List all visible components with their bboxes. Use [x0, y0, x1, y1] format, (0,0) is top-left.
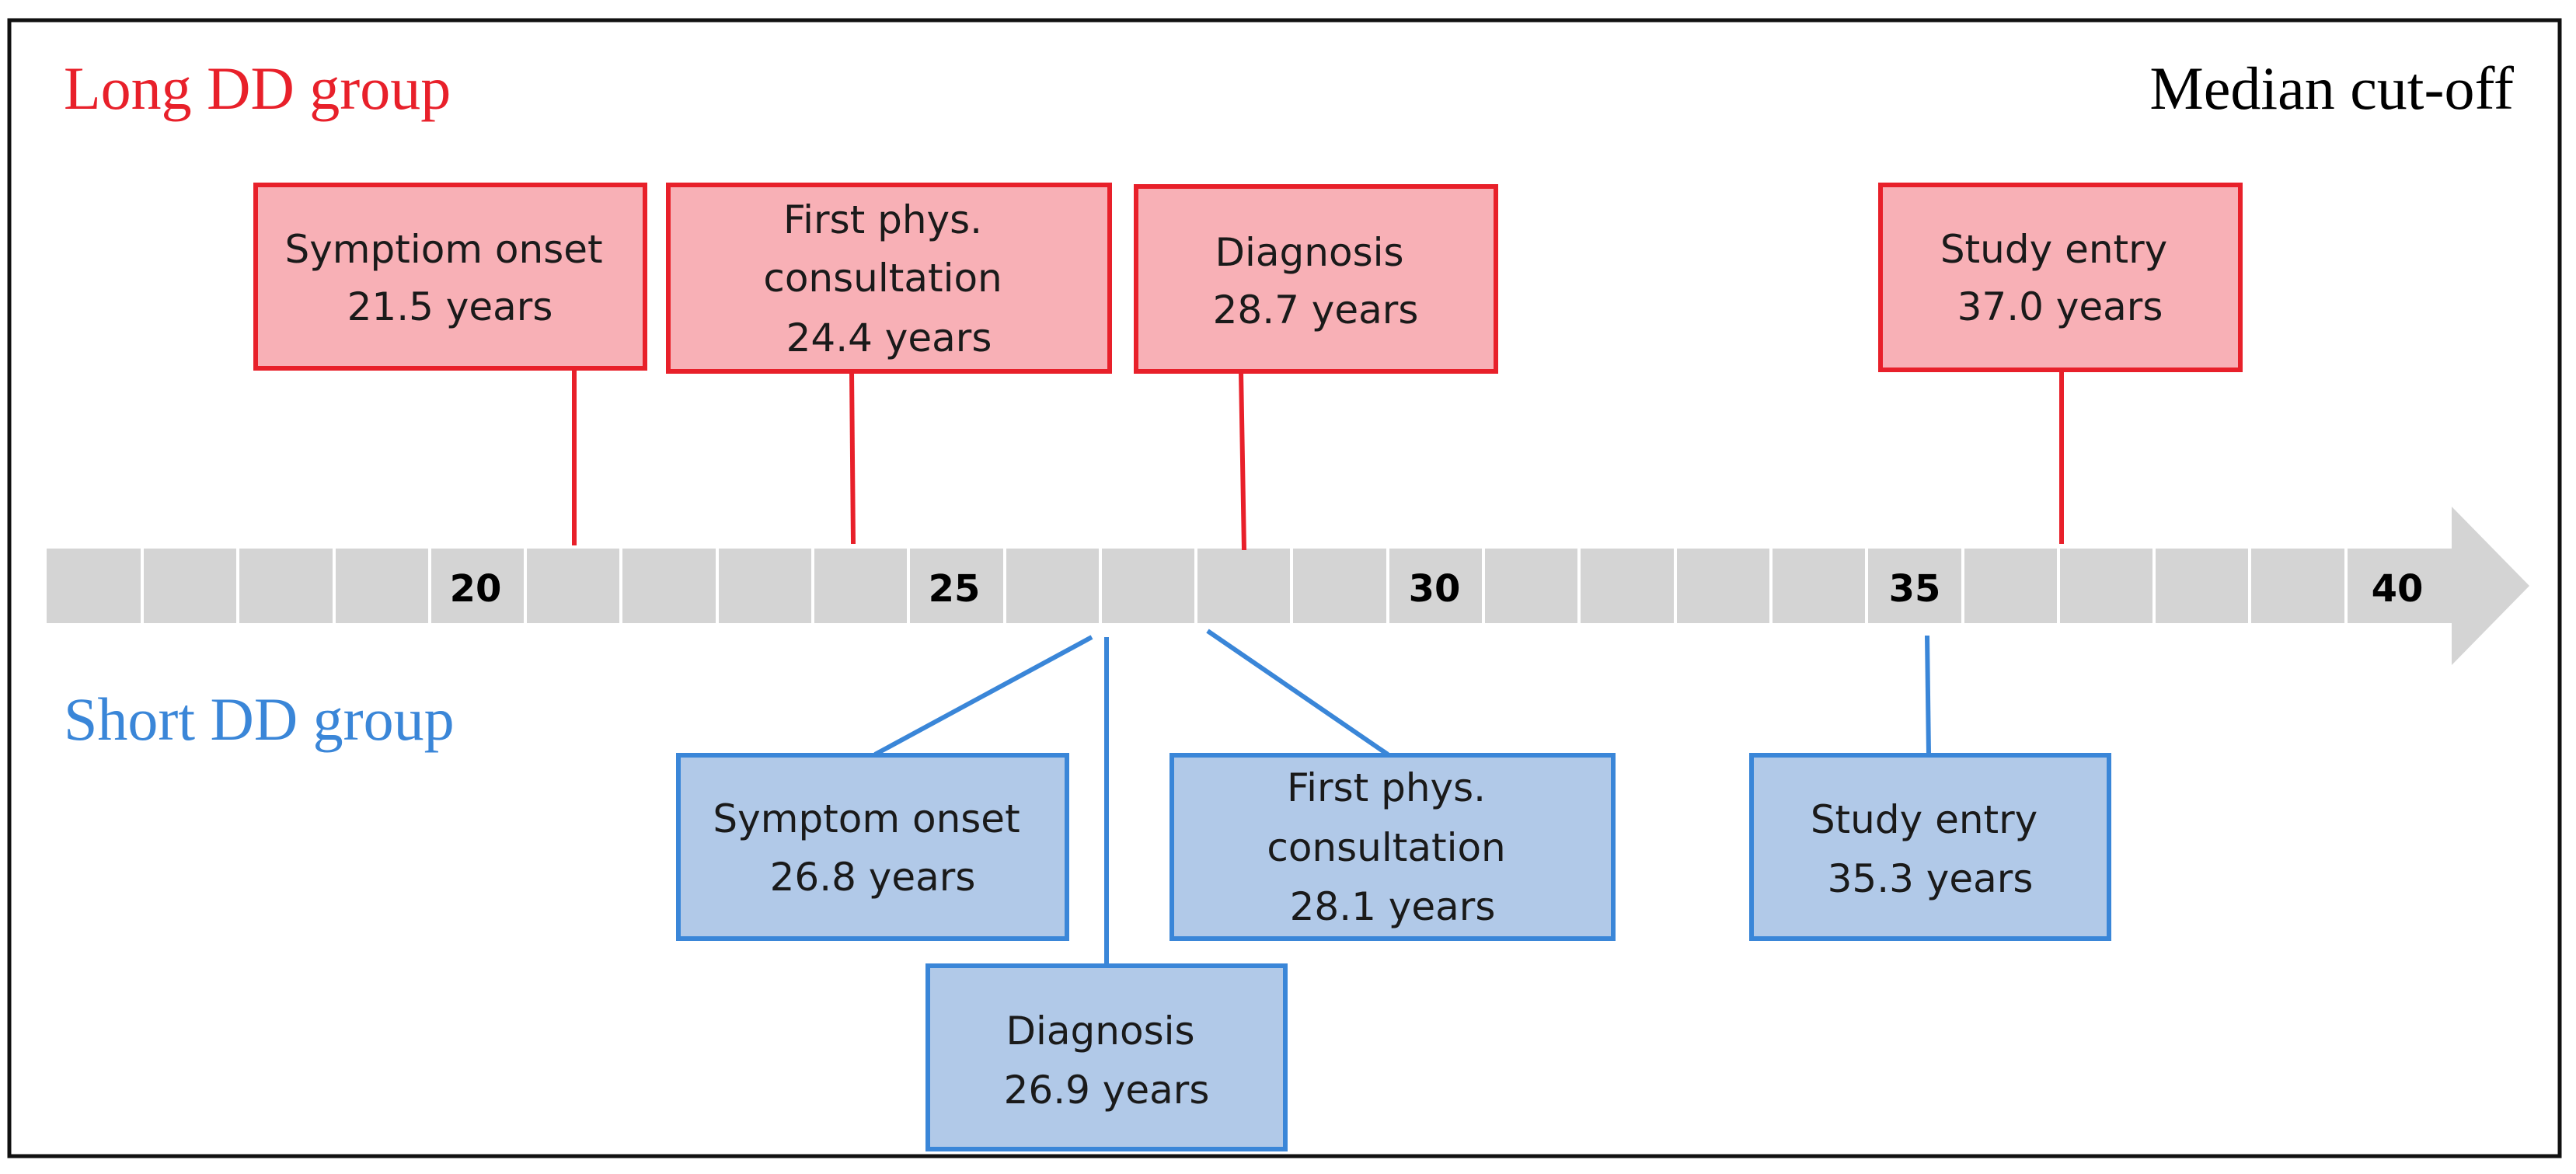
short-event-label: Diagnosis 26.9 years — [1004, 1009, 1210, 1113]
long-event-box — [1878, 183, 2243, 372]
short-event-label: Symptom onset 26.8 years — [713, 796, 1032, 900]
long-event-label: Study entry 37.0 years — [1940, 227, 2180, 329]
long-event-study-entry: Study entry 37.0 years — [1878, 183, 2243, 372]
short-event-symptom-onset: Symptom onset 26.8 years — [676, 753, 1069, 941]
long-event-box — [666, 183, 1112, 374]
timeline-bar — [47, 549, 2452, 623]
long-event-symptom-onset: Symptiom onset 21.5 years — [253, 183, 647, 371]
short-event-line: consultation — [1267, 825, 1505, 870]
short-event-label: First phys. consultation 28.1 years — [1267, 765, 1518, 929]
short-event-first-consultation: First phys. consultation 28.1 years — [1169, 753, 1616, 941]
connector-long-diagnosis — [1239, 371, 1246, 551]
connector-short-first-consultation — [1206, 629, 1389, 757]
long-event-diagnosis: Diagnosis 28.7 years — [1134, 184, 1498, 374]
connector-long-first-consultation — [849, 371, 856, 545]
short-event-box — [1169, 753, 1616, 941]
short-event-line: 35.3 years — [1828, 856, 2034, 901]
long-event-label: First phys. consultation 24.4 years — [763, 197, 1014, 361]
long-event-line: First phys. — [783, 197, 982, 242]
connector-short-symptom-onset — [873, 635, 1093, 757]
long-event-line: 21.5 years — [347, 284, 553, 329]
short-event-diagnosis: Diagnosis 26.9 years — [925, 963, 1288, 1151]
long-group-label: Long DD group — [64, 54, 451, 122]
long-event-line: 28.7 years — [1213, 287, 1419, 333]
short-event-line: 26.9 years — [1004, 1068, 1210, 1113]
long-event-label: Symptiom onset 21.5 years — [284, 227, 615, 329]
connector-short-study-entry — [1925, 635, 1931, 755]
long-event-line: 37.0 years — [1957, 284, 2163, 329]
long-event-line: consultation — [763, 256, 1002, 301]
long-event-box — [253, 183, 647, 371]
long-event-box — [1134, 184, 1498, 374]
short-event-box — [676, 753, 1069, 941]
long-event-label: Diagnosis 28.7 years — [1213, 230, 1419, 333]
long-event-line: Diagnosis — [1215, 230, 1404, 275]
short-event-line: Diagnosis — [1006, 1009, 1195, 1054]
tick-label-40: 40 — [2372, 567, 2424, 611]
tick-label-35: 35 — [1889, 567, 1941, 611]
long-event-first-consultation: First phys. consultation 24.4 years — [666, 183, 1112, 374]
short-event-label: Study entry 35.3 years — [1811, 797, 2050, 901]
tick-label-20: 20 — [450, 567, 502, 611]
tick-labels: 20 25 30 35 40 — [450, 567, 2424, 611]
short-event-line: 28.1 years — [1290, 884, 1496, 929]
short-event-box — [1749, 753, 2111, 941]
tick-label-25: 25 — [929, 567, 981, 611]
short-event-line: First phys. — [1287, 765, 1486, 810]
long-event-line: Symptiom onset — [284, 227, 602, 272]
long-connectors — [572, 368, 2064, 551]
median-cutoff-label: Median cut-off — [2149, 54, 2514, 122]
long-event-line: 24.4 years — [786, 315, 992, 361]
short-connectors — [873, 629, 1931, 963]
timeline-axis: 20 25 30 35 40 — [47, 507, 2529, 665]
tick-label-30: 30 — [1409, 567, 1461, 611]
short-event-line: Symptom onset — [713, 796, 1020, 841]
timeline-segment-dividers — [141, 549, 2348, 623]
short-event-line: Study entry — [1811, 797, 2037, 842]
short-group-label: Short DD group — [64, 685, 455, 753]
short-event-box — [925, 963, 1288, 1151]
short-event-line: 26.8 years — [770, 855, 976, 900]
short-event-study-entry: Study entry 35.3 years — [1749, 753, 2111, 941]
long-event-line: Study entry — [1940, 227, 2167, 272]
timeline-arrow-head — [2452, 507, 2529, 665]
